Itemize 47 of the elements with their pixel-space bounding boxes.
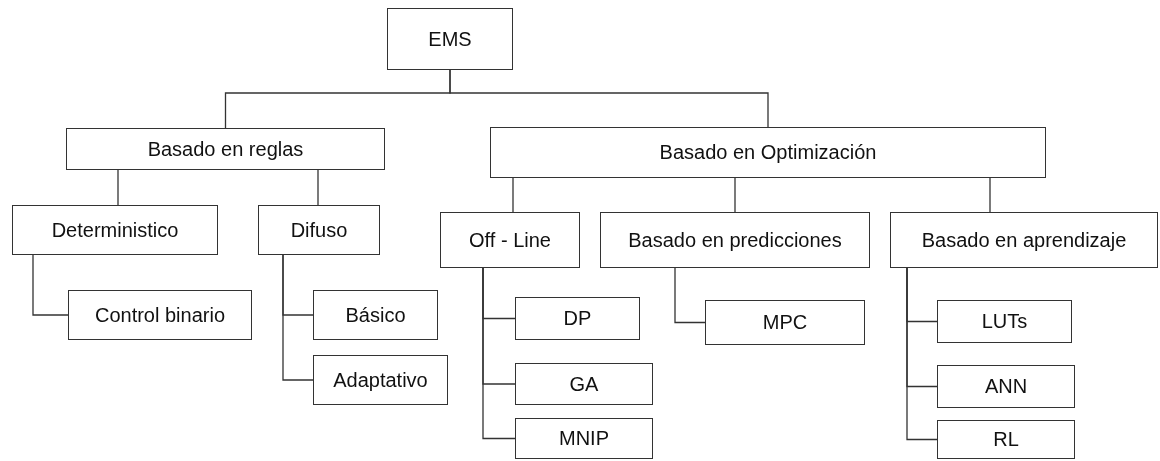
category-box — [313, 290, 438, 340]
connector-line — [989, 177, 991, 213]
category-box — [66, 128, 385, 170]
node-label: Off - Line — [469, 228, 551, 252]
node-label: Difuso — [290, 218, 348, 242]
category-box — [890, 212, 1158, 268]
category-box — [937, 420, 1075, 459]
node-label: Control binario — [94, 303, 226, 327]
category-box — [515, 418, 653, 459]
category-box — [515, 363, 653, 405]
node-label: ANN — [984, 375, 1028, 398]
connector-line — [317, 169, 319, 206]
category-box — [440, 212, 580, 268]
connector-line — [32, 254, 69, 316]
connector-line — [674, 267, 706, 324]
category-box — [12, 205, 218, 255]
connector-line — [449, 69, 769, 128]
node-label: RL — [993, 428, 1019, 451]
node-label: MPC — [762, 311, 808, 334]
node-label: Basado en aprendizaje — [921, 228, 1127, 252]
node-label: Deterministico — [51, 218, 179, 242]
connector-line — [734, 177, 736, 213]
category-box — [387, 8, 513, 70]
node-label: LUTs — [981, 310, 1028, 333]
category-box — [258, 205, 380, 255]
node-label: Basado en predicciones — [628, 228, 842, 252]
category-box — [313, 355, 448, 405]
category-box — [705, 300, 865, 345]
node-label: MNIP — [559, 427, 609, 450]
node-label: Basado en Optimización — [659, 141, 877, 164]
node-label: Adaptativo — [333, 368, 428, 392]
category-box — [515, 297, 640, 340]
connector-line — [482, 267, 516, 440]
category-box — [937, 300, 1072, 343]
node-label: Basado en reglas — [147, 137, 304, 161]
category-box — [68, 290, 252, 340]
category-box — [937, 365, 1075, 408]
node-label: EMS — [428, 27, 472, 51]
connector-line — [117, 169, 119, 206]
connector-line — [512, 177, 514, 213]
node-label: GA — [569, 372, 599, 396]
connector-line — [906, 267, 938, 441]
category-box — [600, 212, 870, 268]
node-label: DP — [563, 307, 592, 330]
connector-line — [282, 254, 314, 381]
node-label: Básico — [345, 303, 406, 327]
category-box — [490, 127, 1046, 178]
